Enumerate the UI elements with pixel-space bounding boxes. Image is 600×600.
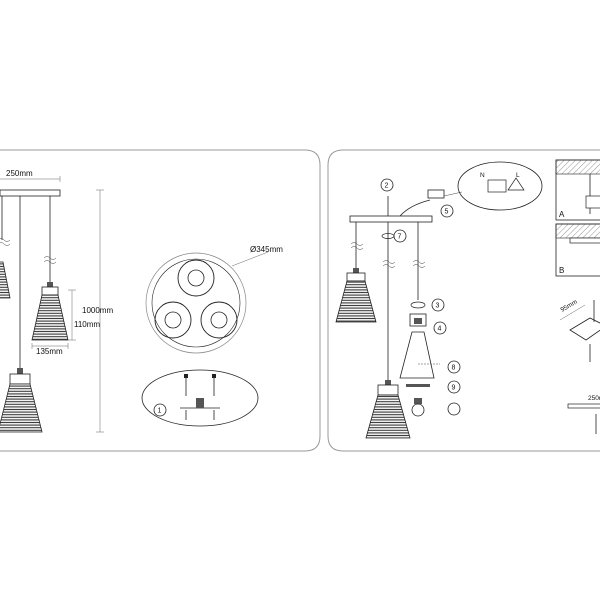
right-panel-border bbox=[327, 149, 600, 452]
step-3-badge bbox=[431, 298, 445, 312]
shade-width-dimension: 135mm bbox=[31, 343, 69, 356]
pendant-center-right-panel bbox=[365, 380, 411, 439]
pendant-right bbox=[31, 282, 69, 341]
total-height-label: 1000mm bbox=[82, 306, 113, 315]
step-4-number: 4 bbox=[438, 326, 442, 333]
canopy-bar-right bbox=[349, 215, 433, 223]
shade-width-label: 135mm bbox=[36, 347, 63, 356]
pendant-shade-left bbox=[0, 261, 11, 299]
pendant-left-right-panel bbox=[335, 268, 377, 323]
canopy-diameter-label: Ø345mm bbox=[250, 245, 283, 254]
width-dimension: 250mm bbox=[0, 169, 61, 182]
step-2-number: 2 bbox=[385, 183, 389, 190]
supply-wire bbox=[399, 199, 431, 217]
step-1-badge bbox=[153, 403, 167, 417]
shade-height-dimension: 110mm bbox=[68, 289, 100, 341]
step-6-badge bbox=[393, 229, 407, 243]
bracket-spacing-detail: 95mm bbox=[560, 299, 600, 362]
shade-height-label: 110mm bbox=[74, 320, 100, 329]
left-panel-border bbox=[0, 149, 321, 452]
pendant-shade-exploded bbox=[399, 331, 435, 379]
canopy-bar bbox=[0, 189, 61, 197]
step-5-number: 5 bbox=[445, 209, 449, 216]
step-4-badge bbox=[433, 321, 447, 335]
step-6-number: 7 bbox=[398, 234, 402, 241]
pendant-center bbox=[0, 368, 43, 433]
right-panel: 2 7 N L 5 3 4 bbox=[327, 149, 600, 452]
step-8-badge bbox=[447, 380, 461, 394]
left-panel: 250mm 110mm 135mm bbox=[0, 149, 321, 452]
warning-icon bbox=[507, 177, 525, 191]
step-9-badge bbox=[447, 402, 461, 416]
canopy-top-view: Ø345mm bbox=[145, 245, 283, 354]
step-7-badge bbox=[447, 360, 461, 374]
pendant-shade-center bbox=[0, 383, 43, 433]
mount-detail-a: A bbox=[555, 159, 600, 221]
cord-break bbox=[43, 256, 57, 264]
wiring-n-label: N bbox=[480, 172, 485, 179]
step-1-number: 1 bbox=[158, 408, 162, 415]
step-3-number: 3 bbox=[436, 303, 440, 310]
total-height-dimension: 1000mm bbox=[82, 189, 113, 433]
step-8-number: 9 bbox=[452, 385, 456, 392]
mount-a-label: A bbox=[559, 210, 565, 219]
spacing-label: 95mm bbox=[560, 299, 579, 314]
step-2-badge bbox=[380, 178, 394, 192]
bar-dimension: 250mm bbox=[567, 395, 600, 434]
mount-detail-b: B bbox=[555, 223, 600, 277]
pendant-shade-right bbox=[31, 294, 69, 341]
bar-label: 250mm bbox=[588, 395, 600, 402]
step-7-number: 8 bbox=[452, 365, 456, 372]
width-label: 250mm bbox=[6, 169, 33, 178]
mount-b-label: B bbox=[559, 266, 564, 275]
bulb-icon bbox=[411, 403, 425, 417]
terminal-block bbox=[427, 189, 445, 199]
cord-break-left bbox=[0, 238, 11, 246]
step-1-detail: 1 bbox=[141, 369, 259, 427]
step-5-badge bbox=[440, 204, 454, 218]
wiring-l-label: L bbox=[516, 172, 520, 179]
